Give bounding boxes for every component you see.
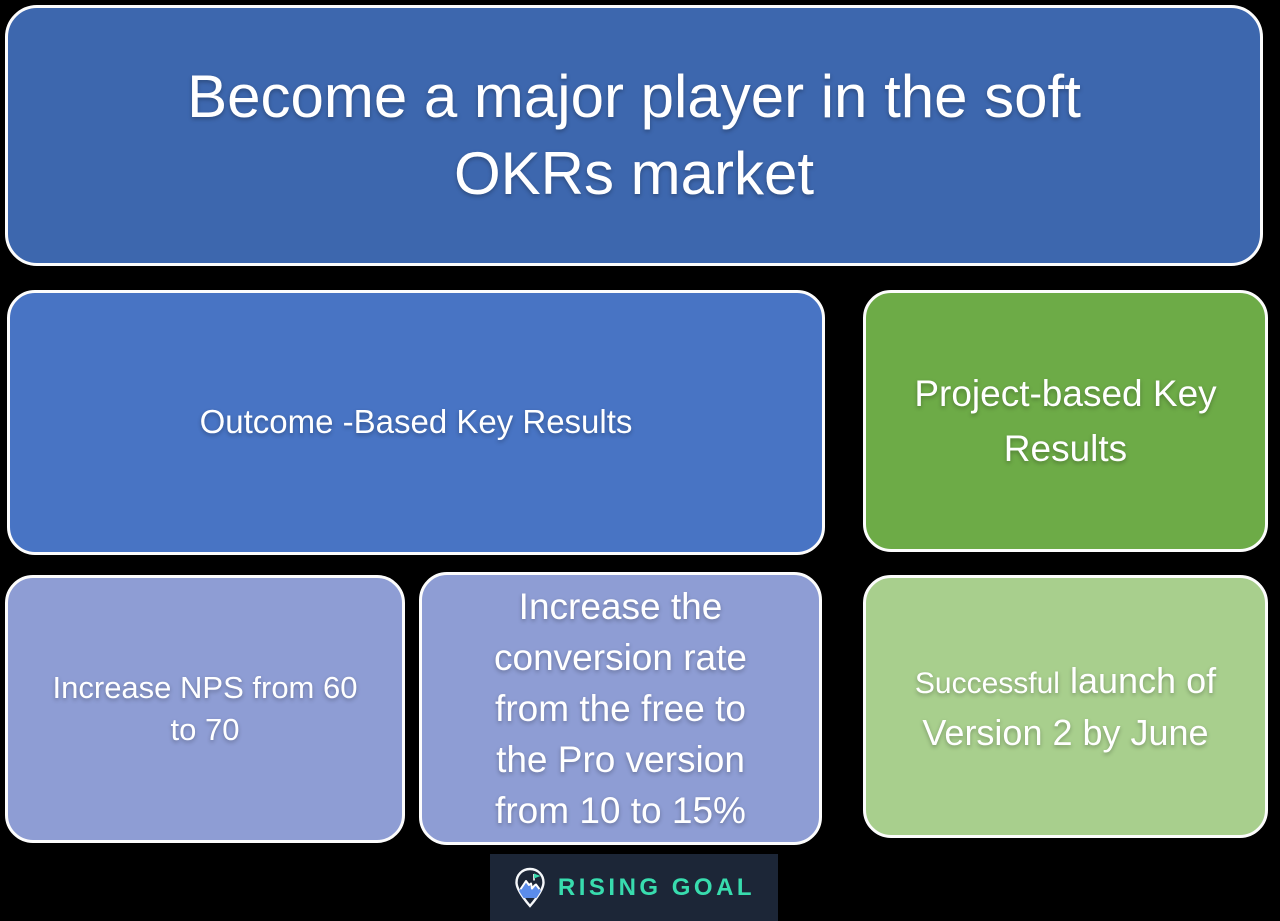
- objective-line-1: Become a major player in the soft: [187, 62, 1081, 130]
- key-result-conversion-line-5: from 10 to 15%: [495, 790, 746, 832]
- objective-box: Become a major player in the soft OKRs m…: [5, 5, 1263, 266]
- key-result-conversion-line-3: from the free to: [495, 687, 746, 729]
- key-result-launch-line-2: Version 2 by June: [922, 711, 1209, 753]
- key-result-nps-line-1: Increase NPS from 60: [52, 670, 358, 706]
- key-result-conversion-text: Increase the conversion rate from the fr…: [494, 581, 747, 836]
- key-result-nps-line-2: to 70: [170, 712, 240, 747]
- key-result-launch-words-launch-of: launch of: [1069, 660, 1217, 702]
- mountain-pin-icon: [513, 867, 547, 909]
- key-result-nps-text: Increase NPS from 60 to 70: [53, 667, 358, 751]
- key-result-conversion-line-1: Increase the: [518, 585, 723, 627]
- category-project-line-2: Results: [1003, 428, 1128, 469]
- category-project-line-1: Project-based Key: [914, 372, 1217, 414]
- rising-goal-logo: RISING GOAL: [490, 854, 778, 921]
- key-result-conversion-line-2: conversion rate: [494, 636, 747, 678]
- category-outcome-label: Outcome -Based Key Results: [199, 403, 633, 441]
- objective-line-2: OKRs market: [453, 139, 815, 207]
- objective-text: Become a major player in the soft OKRs m…: [187, 59, 1081, 213]
- logo-text: RISING GOAL: [557, 873, 756, 901]
- key-result-conversion-box: Increase the conversion rate from the fr…: [419, 572, 822, 845]
- category-project-text: Project-based Key Results: [914, 366, 1216, 477]
- key-result-launch-line-1: Successful launch of: [915, 655, 1216, 706]
- key-result-nps-box: Increase NPS from 60 to 70: [5, 575, 405, 843]
- key-result-launch-text: Successful launch of Version 2 by June: [915, 655, 1216, 757]
- key-result-conversion-line-4: the Pro version: [496, 739, 745, 781]
- key-result-launch-box: Successful launch of Version 2 by June: [863, 575, 1268, 838]
- category-project-box: Project-based Key Results: [863, 290, 1268, 552]
- category-outcome-box: Outcome -Based Key Results: [7, 290, 825, 555]
- key-result-launch-word-successful: Successful: [914, 667, 1060, 701]
